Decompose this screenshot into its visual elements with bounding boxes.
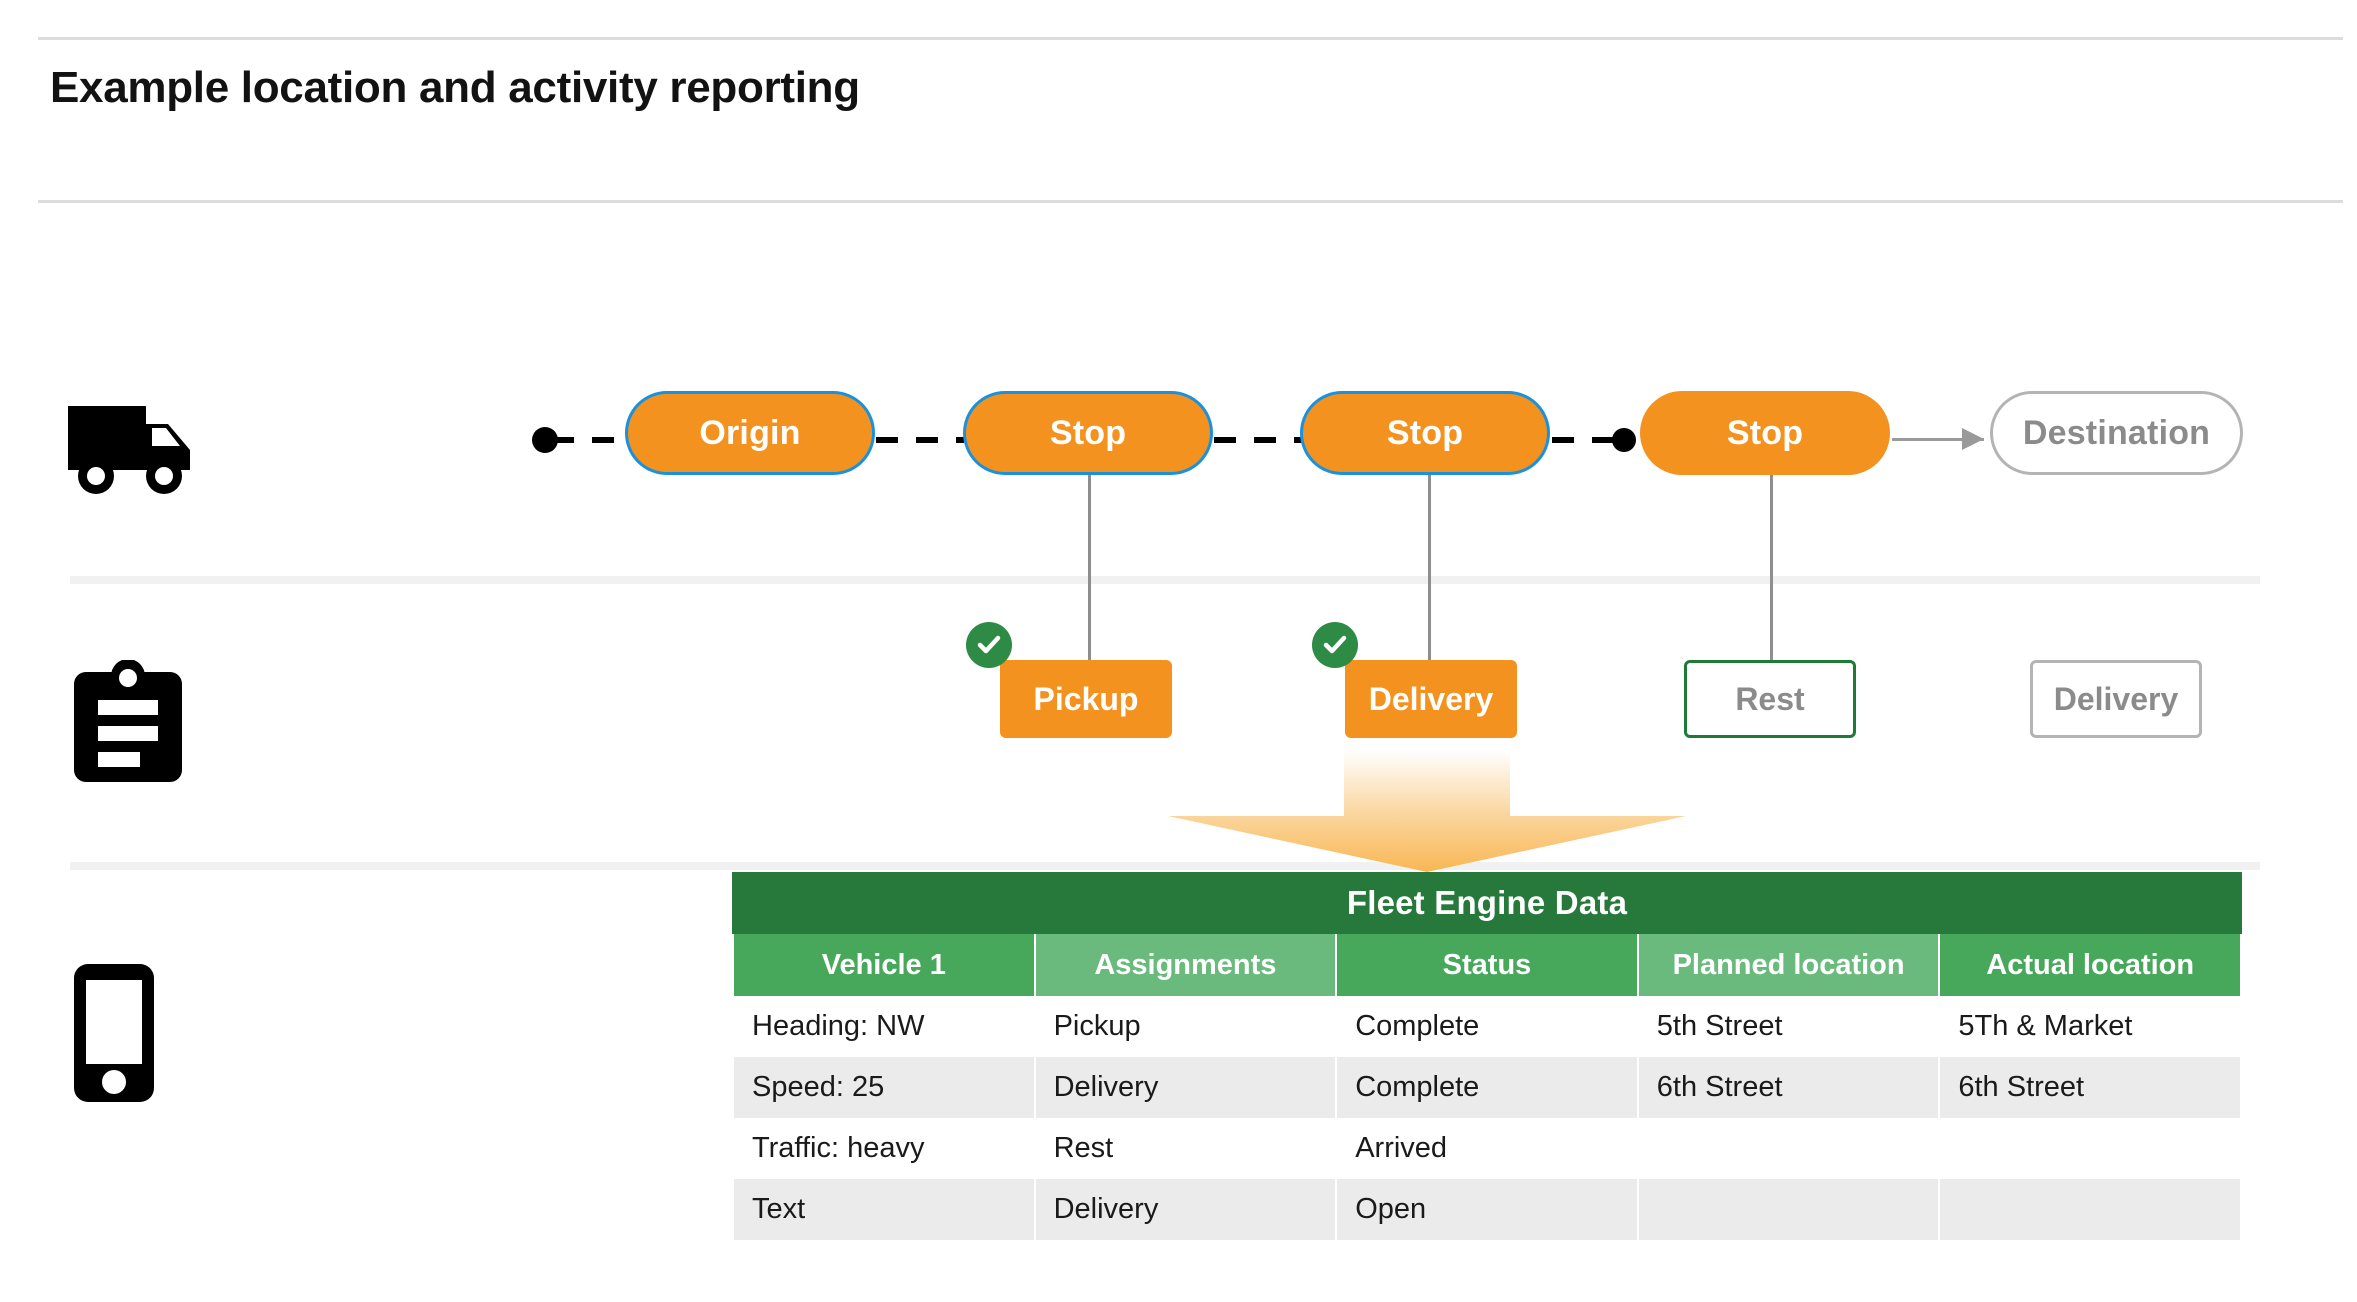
column-header-assignments: Assignments	[1035, 934, 1336, 996]
data-flow-arrow-icon	[1168, 750, 1686, 872]
table-cell: Rest	[1035, 1118, 1336, 1179]
route-node-label: Stop	[1386, 413, 1464, 452]
table-cell: Pickup	[1035, 996, 1336, 1057]
activity-rest[interactable]: Rest	[1684, 660, 1856, 738]
column-header-vehicle: Vehicle 1	[734, 934, 1034, 996]
activity-label: Rest	[1735, 680, 1805, 717]
table-cell	[1940, 1179, 2240, 1240]
route-node-label: Stop	[1726, 413, 1804, 452]
table-cell: Heading: NW	[734, 996, 1034, 1057]
table-cell: Delivery	[1035, 1057, 1336, 1118]
table-cell: Text	[734, 1179, 1034, 1240]
table-cell: Speed: 25	[734, 1057, 1034, 1118]
table-row: Speed: 25 Delivery Complete 6th Street 6…	[734, 1057, 2240, 1118]
table-row: Traffic: heavy Rest Arrived	[734, 1118, 2240, 1179]
activity-label: Delivery	[2053, 680, 2179, 717]
table-cell: 6th Street	[1940, 1057, 2240, 1118]
route-dash-segment	[1214, 437, 1302, 443]
table-header-row: Vehicle 1 Assignments Status Planned loc…	[734, 934, 2240, 996]
route-arrow-line	[1892, 438, 1984, 441]
table-cell: Traffic: heavy	[734, 1118, 1034, 1179]
activity-label: Pickup	[1033, 680, 1139, 717]
table-cell: Complete	[1337, 996, 1637, 1057]
connector-line-stop-2	[1428, 475, 1431, 663]
truck-icon	[68, 398, 206, 503]
table-cell: Open	[1337, 1179, 1637, 1240]
route-dash-segment	[552, 437, 630, 443]
column-header-planned-location: Planned location	[1638, 934, 1939, 996]
activity-delivery[interactable]: Delivery	[1345, 660, 1517, 738]
column-header-status: Status	[1337, 934, 1637, 996]
route-arrow-head-icon	[1962, 428, 1984, 450]
table-cell: Complete	[1337, 1057, 1637, 1118]
table-cell: Arrived	[1337, 1118, 1637, 1179]
column-header-actual-location: Actual location	[1940, 934, 2240, 996]
table-row: Heading: NW Pickup Complete 5th Street 5…	[734, 996, 2240, 1057]
fleet-engine-data-panel: Fleet Engine Data Vehicle 1 Assignments …	[732, 872, 2242, 1240]
status-check-badge	[1312, 622, 1358, 668]
route-activity-divider	[70, 576, 2260, 584]
route-node-label: Stop	[1049, 413, 1127, 452]
table-row: Text Delivery Open	[734, 1179, 2240, 1240]
route-node-destination[interactable]: Destination	[1990, 391, 2243, 475]
table-cell: Delivery	[1035, 1179, 1336, 1240]
table-cell	[1638, 1179, 1939, 1240]
table-cell: 5Th & Market	[1940, 996, 2240, 1057]
route-node-stop-2[interactable]: Stop	[1300, 391, 1550, 475]
connector-line-stop-1	[1088, 475, 1091, 663]
route-node-label: Origin	[699, 413, 801, 452]
activity-delivery-pending[interactable]: Delivery	[2030, 660, 2202, 738]
activity-label: Delivery	[1368, 680, 1494, 717]
table-cell	[1638, 1118, 1939, 1179]
table-cell: 6th Street	[1638, 1057, 1939, 1118]
page-title: Example location and activity reporting	[50, 63, 860, 112]
activity-data-divider	[70, 862, 2260, 870]
route-node-origin[interactable]: Origin	[625, 391, 875, 475]
connector-line-stop-3	[1770, 475, 1773, 660]
activity-pickup[interactable]: Pickup	[1000, 660, 1172, 738]
clipboard-icon	[68, 659, 188, 790]
table-cell	[1940, 1118, 2240, 1179]
title-divider	[38, 200, 2343, 203]
top-divider	[38, 37, 2343, 40]
route-dash-segment	[1552, 437, 1622, 443]
route-current-position-dot	[1612, 428, 1636, 452]
status-check-badge	[966, 622, 1012, 668]
route-dash-segment	[876, 437, 964, 443]
route-node-stop-1[interactable]: Stop	[963, 391, 1213, 475]
route-node-label: Destination	[2022, 413, 2211, 452]
route-node-stop-3[interactable]: Stop	[1640, 391, 1890, 475]
table-title: Fleet Engine Data	[732, 872, 2242, 934]
phone-icon	[68, 962, 160, 1109]
table-cell: 5th Street	[1638, 996, 1939, 1057]
fleet-engine-table: Vehicle 1 Assignments Status Planned loc…	[732, 934, 2242, 1240]
